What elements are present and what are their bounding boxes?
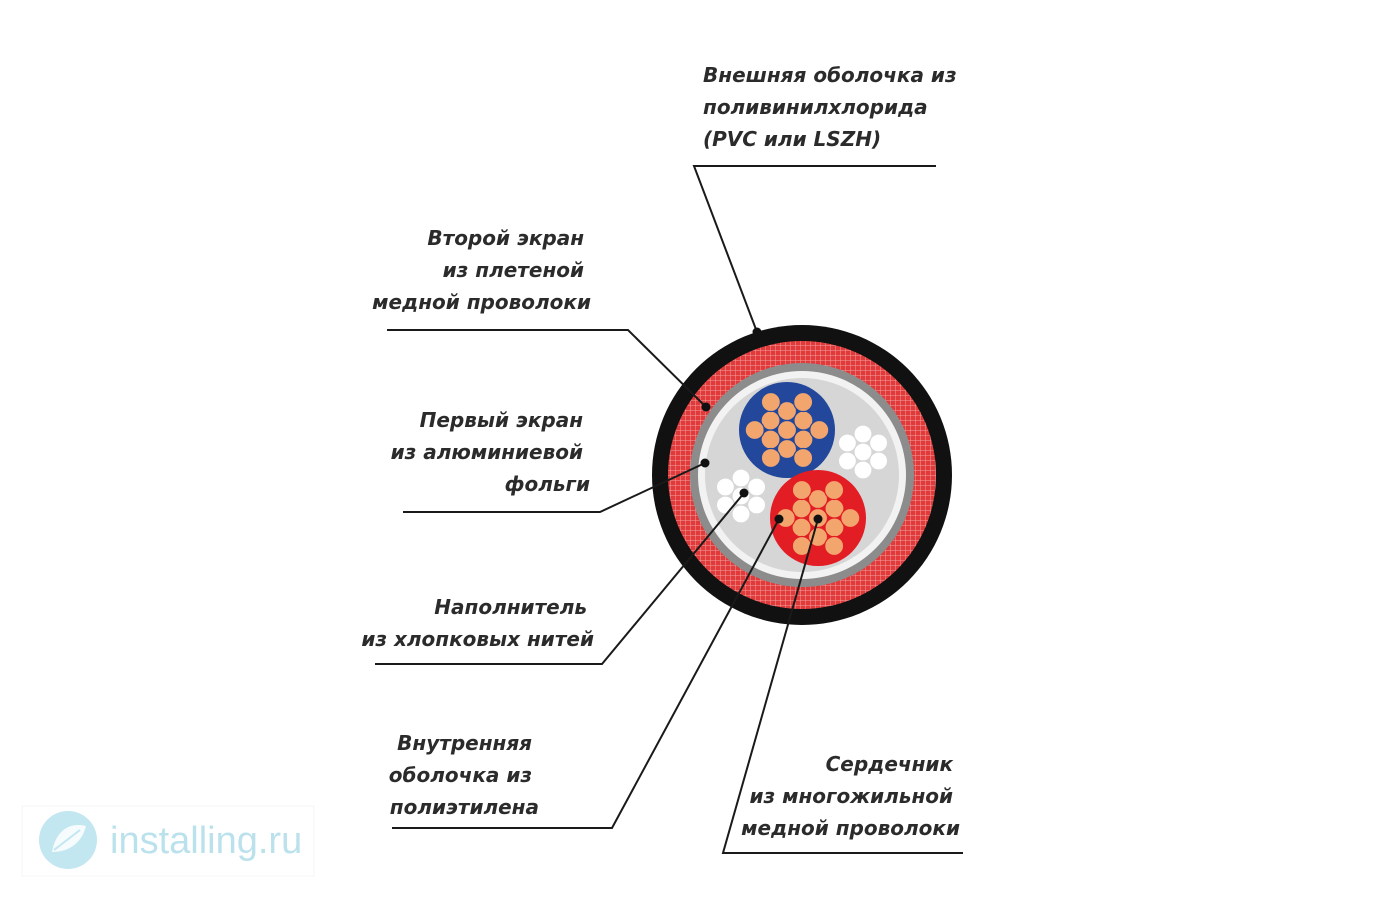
watermark: installing.ru bbox=[21, 805, 315, 877]
strand bbox=[776, 419, 798, 441]
strand bbox=[791, 479, 812, 501]
strand bbox=[731, 468, 751, 488]
core-blue bbox=[739, 382, 835, 478]
label-core: Сердечник из многожильной медной проволо… bbox=[741, 752, 960, 840]
label-inner-sheath: Внутренняя оболочка из полиэтилена bbox=[389, 731, 539, 819]
label-filler: Наполнитель из хлопковых нитей bbox=[361, 595, 594, 651]
strand bbox=[760, 447, 781, 469]
strand bbox=[840, 507, 861, 529]
strand bbox=[807, 488, 829, 510]
strand bbox=[715, 495, 736, 515]
pointer-dot bbox=[701, 402, 711, 412]
cable-cross-section bbox=[652, 325, 952, 625]
leader-inner-sheath bbox=[392, 518, 780, 829]
strand bbox=[776, 400, 798, 422]
copper-strands bbox=[744, 391, 830, 469]
strand bbox=[824, 479, 845, 501]
strand bbox=[837, 433, 858, 453]
strand bbox=[746, 477, 767, 497]
pointer-dot bbox=[700, 458, 710, 468]
strand bbox=[824, 535, 845, 557]
strand bbox=[837, 451, 858, 471]
strand bbox=[760, 391, 781, 413]
strand bbox=[809, 419, 830, 441]
leader-core bbox=[721, 518, 963, 854]
leaf-logo-icon bbox=[39, 811, 97, 869]
strand bbox=[868, 433, 889, 453]
leader-first-screen bbox=[403, 462, 706, 513]
label-first-screen: Первый экран из алюминиевой фольги bbox=[391, 408, 590, 496]
copper-strands bbox=[775, 479, 861, 557]
watermark-text: installing.ru bbox=[110, 820, 302, 862]
strand bbox=[731, 504, 751, 524]
strand bbox=[776, 438, 798, 460]
pointer-dot bbox=[752, 327, 762, 337]
white-filler-bundle bbox=[837, 424, 889, 480]
strand bbox=[868, 451, 889, 471]
strand bbox=[715, 477, 736, 497]
strand bbox=[853, 460, 873, 480]
strand bbox=[793, 447, 814, 469]
strand bbox=[853, 442, 873, 462]
pointer-dot bbox=[813, 514, 823, 524]
leader-lines bbox=[375, 165, 963, 854]
leader-outer-sheath bbox=[692, 165, 936, 333]
pointer-dot bbox=[739, 488, 749, 498]
strand bbox=[744, 419, 765, 441]
leader-second-screen bbox=[387, 329, 707, 408]
strand bbox=[746, 495, 767, 515]
pointer-dot bbox=[774, 514, 784, 524]
leader-filler bbox=[375, 492, 745, 665]
strand bbox=[793, 391, 814, 413]
label-outer-sheath: Внешняя оболочка из поливинилхлорида (PV… bbox=[703, 63, 964, 151]
strand bbox=[853, 424, 873, 444]
label-second-screen: Второй экран из плетеной медной проволок… bbox=[372, 226, 591, 314]
